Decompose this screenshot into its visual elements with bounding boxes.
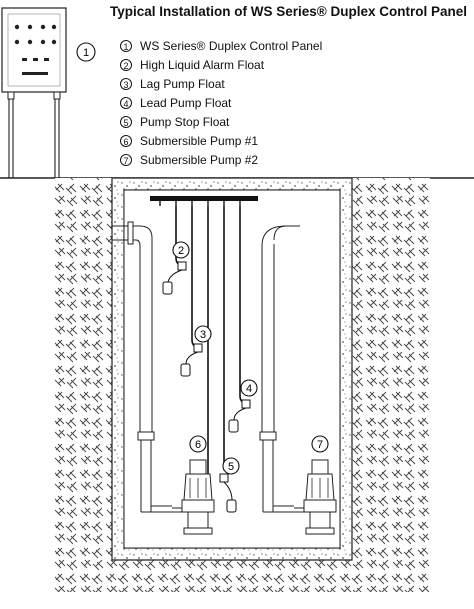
submersible-pump-2: [294, 459, 337, 535]
float-high-alarm: [162, 261, 187, 295]
legend-label: Submersible Pump #2: [140, 152, 259, 167]
legend-label: Lag Pump Float: [140, 76, 225, 91]
submersible-pump-1: [172, 459, 215, 535]
conduits: [8, 99, 60, 178]
callout-1: 1: [76, 42, 96, 62]
control-panel: [1, 7, 67, 100]
legend-number: 2: [120, 58, 132, 71]
legend-label: Pump Stop Float: [140, 114, 230, 129]
basin-interior: [123, 189, 341, 549]
legend-item: 7 Submersible Pump #2: [120, 150, 322, 169]
legend-label: Lead Pump Float: [140, 95, 232, 110]
legend-number: 7: [120, 153, 132, 166]
discharge-pipe-left: [112, 221, 155, 512]
legend-number: 4: [120, 96, 132, 109]
float-lag-pump: [180, 343, 203, 377]
callout-label: 2: [178, 245, 184, 257]
float-lead-pump: [228, 399, 251, 433]
legend-item: 2 High Liquid Alarm Float: [120, 55, 322, 74]
callout-3: 3: [194, 325, 212, 343]
soil: [55, 178, 430, 592]
legend-number: 1: [120, 39, 132, 52]
callout-label: 7: [317, 439, 323, 451]
callout-6: 6: [189, 435, 207, 453]
discharge-pipe-right: [259, 225, 300, 512]
pump-connections: [141, 505, 294, 513]
callout-label: 3: [200, 329, 206, 341]
legend-number: 3: [120, 77, 132, 90]
legend-item: 3 Lag Pump Float: [120, 74, 322, 93]
callout-label: 5: [228, 461, 234, 473]
legend: 1 WS Series® Duplex Control Panel 2 High L…: [120, 36, 322, 169]
callout-7: 7: [311, 435, 329, 453]
callout-label: 6: [195, 439, 201, 451]
callout-5: 5: [222, 457, 240, 475]
diagram-title: Typical Installation of WS Series® Duple…: [110, 4, 468, 19]
callout-2: 2: [172, 241, 190, 259]
legend-item: 6 Submersible Pump #1: [120, 131, 322, 150]
legend-number: 6: [120, 134, 132, 147]
legend-item: 1 WS Series® Duplex Control Panel: [120, 36, 322, 55]
callout-label: 1: [83, 47, 89, 59]
callout-label: 4: [246, 383, 252, 395]
legend-item: 4 Lead Pump Float: [120, 93, 322, 112]
legend-label: High Liquid Alarm Float: [140, 57, 265, 72]
callout-4: 4: [240, 379, 258, 397]
float-pump-stop: [219, 473, 237, 513]
legend-item: 5 Pump Stop Float: [120, 112, 322, 131]
legend-number: 5: [120, 115, 132, 128]
legend-label: Submersible Pump #1: [140, 133, 259, 148]
legend-label: WS Series® Duplex Control Panel: [140, 38, 323, 53]
float-bracket: [150, 196, 258, 206]
